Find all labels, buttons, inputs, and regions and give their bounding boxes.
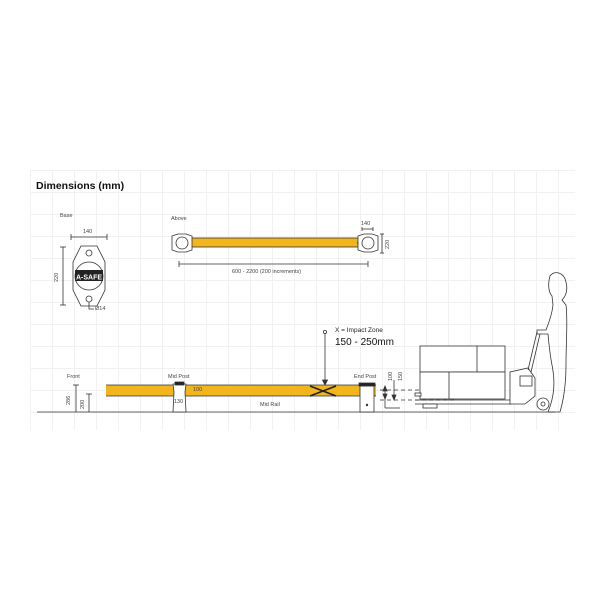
front-height-inner-dimension: 200 (80, 399, 86, 409)
above-view-drawing (171, 227, 384, 267)
front-view-label: Front (67, 374, 80, 380)
above-post-width-dimension: 140 (361, 221, 371, 227)
front-height-outer-dimension: 286 (66, 395, 72, 405)
base-height-dimension: 220 (54, 272, 60, 282)
dimension-150: 150 (398, 371, 404, 381)
impact-zone-range: 150 - 250mm (335, 337, 394, 348)
mid-rail-label: Mid Rail (260, 402, 280, 408)
pallet-truck-drawing (414, 331, 550, 411)
rail-height-dimension: 100 (193, 387, 203, 393)
mid-post-width-dimension: 130 (174, 399, 184, 405)
above-view-label: Above (171, 216, 187, 222)
base-width-dimension: 140 (83, 229, 93, 235)
base-plate-drawing (60, 234, 108, 310)
base-view-label: Base (60, 213, 73, 219)
mid-post-label: Mid Post (168, 374, 190, 380)
asafe-logo: A-SAFE (76, 275, 102, 282)
front-view-drawing (37, 329, 555, 413)
page-title: Dimensions (mm) (36, 180, 125, 192)
impact-zone-label: X = Impact Zone (335, 327, 383, 334)
end-post-label: End Post (354, 374, 377, 380)
rail-length-dimension: 600 - 2200 (200 increments) (232, 269, 302, 275)
dimension-100: 100 (388, 371, 394, 381)
person-silhouette (536, 272, 568, 413)
above-post-height-dimension: 220 (385, 239, 391, 249)
base-hole-dimension: Ø14 (95, 306, 106, 312)
